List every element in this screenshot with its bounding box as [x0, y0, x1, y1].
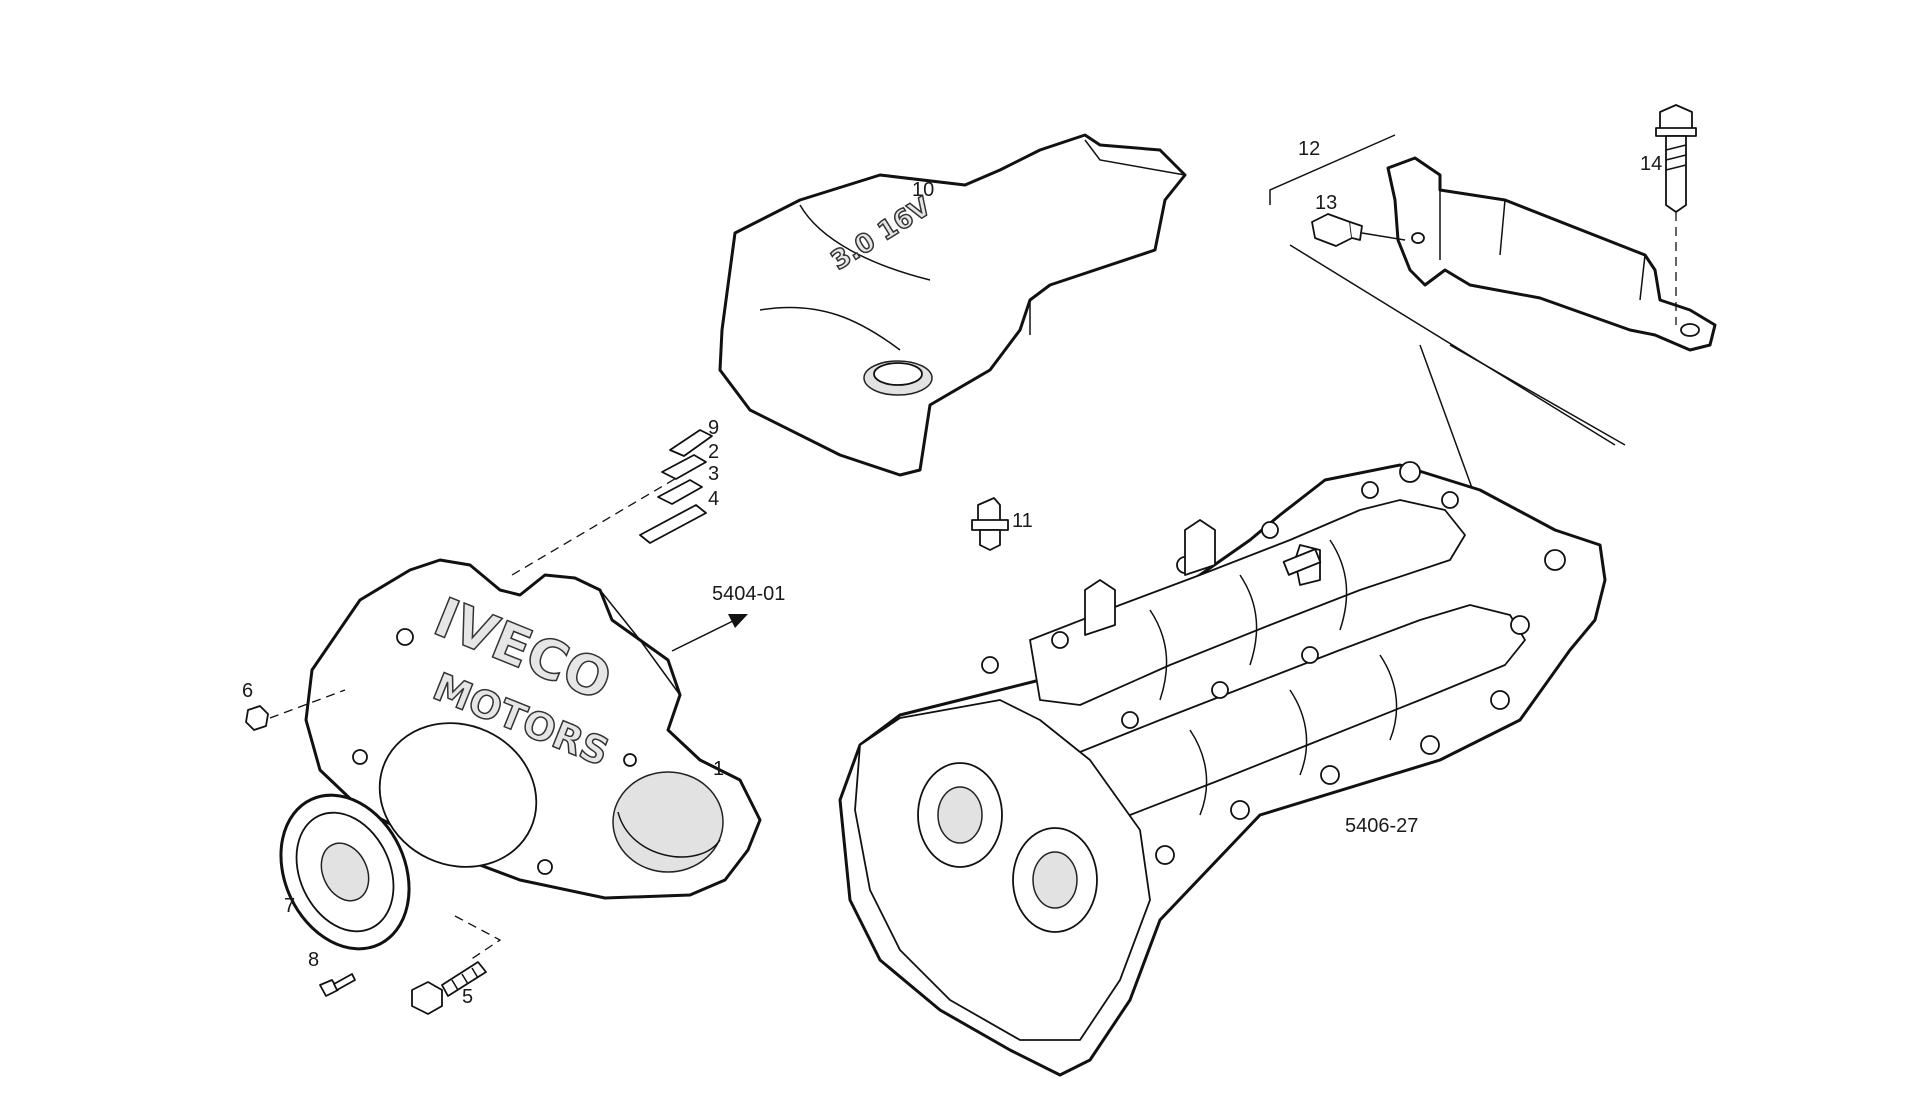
leader-shims — [511, 469, 691, 576]
leader-nut-6 — [269, 689, 346, 719]
callout-11: 11 — [1012, 510, 1033, 532]
flange-bolt-14 — [1655, 104, 1697, 325]
callout-6: 6 — [242, 680, 253, 702]
callout-1: 1 — [713, 758, 724, 780]
timing-cover: IVECO MOTORS — [304, 558, 762, 900]
screw-8 — [319, 973, 356, 997]
callout-10: 10 — [912, 179, 934, 201]
reference-5404-01: 5404-01 — [712, 583, 785, 605]
flange-nut-13 — [1311, 213, 1406, 247]
fitting-11 — [971, 497, 1009, 551]
pulley-7 — [279, 793, 411, 951]
callout-2: 2 — [708, 441, 719, 463]
callout-12: 12 — [1298, 138, 1320, 160]
arrow-ref-5404 — [671, 614, 748, 652]
nut-6 — [245, 705, 269, 731]
callout-3: 3 — [708, 463, 719, 485]
callout-7: 7 — [284, 895, 295, 917]
cylinder-head — [838, 461, 1607, 1077]
callout-5: 5 — [462, 986, 473, 1008]
engine-top-cover: 3.0 16V — [718, 133, 1187, 477]
callout-8: 8 — [308, 949, 319, 971]
bracket-assembly — [1269, 104, 1717, 511]
leader-bolt-5 — [454, 915, 502, 961]
shim-stack — [639, 429, 713, 544]
callout-13: 13 — [1315, 192, 1337, 214]
callout-9: 9 — [708, 417, 719, 439]
bolt-5 — [411, 961, 487, 1015]
callout-4: 4 — [708, 488, 719, 510]
reference-5406-27: 5406-27 — [1345, 815, 1418, 837]
callout-14: 14 — [1640, 153, 1662, 175]
